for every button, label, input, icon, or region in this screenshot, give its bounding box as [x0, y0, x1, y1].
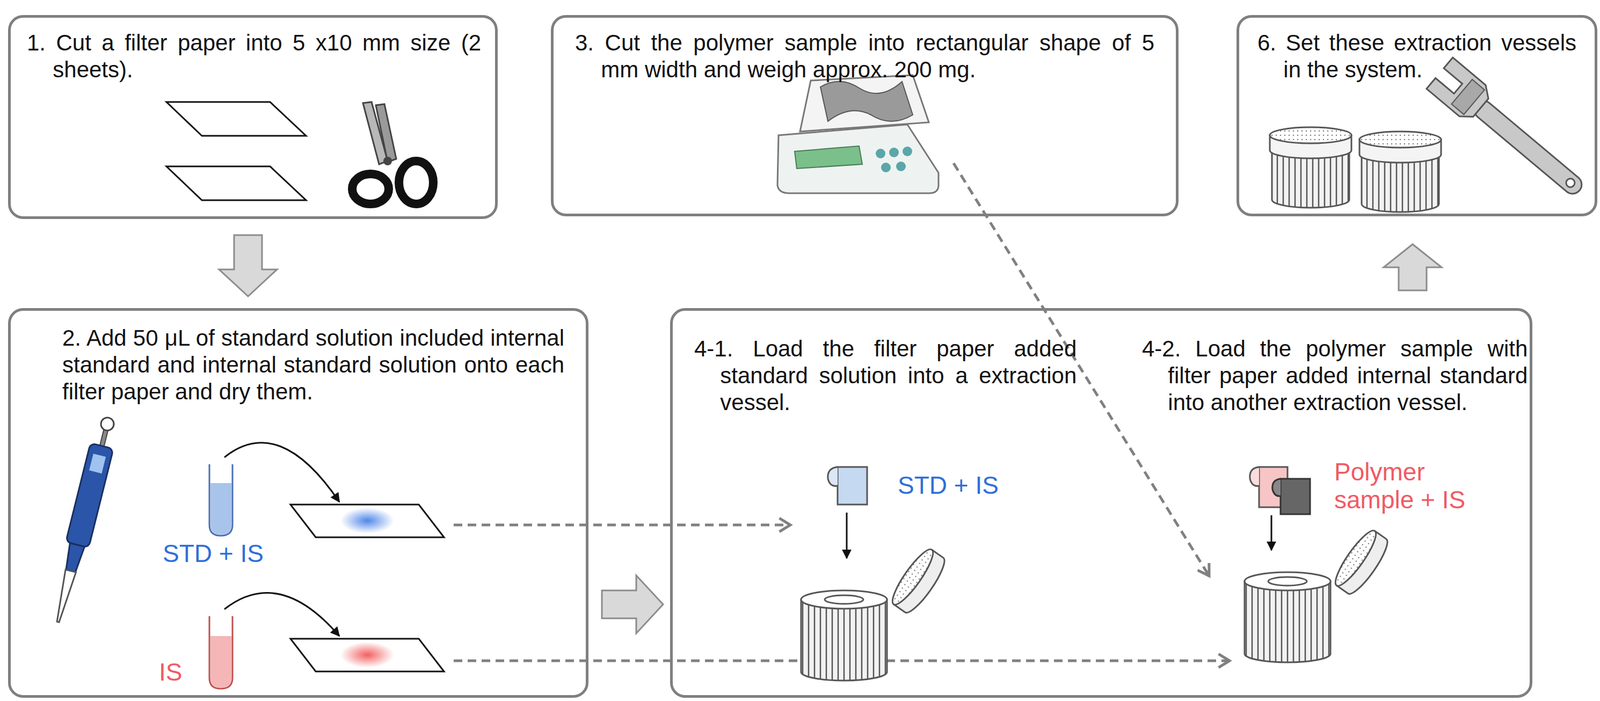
filter-paper — [166, 166, 307, 201]
step-text: 4-1. Load the filter paper added standar… — [694, 335, 1077, 417]
sample-label: IS — [158, 658, 224, 687]
step-text: 1. Cut a filter paper into 5 x10 mm size… — [26, 29, 482, 84]
transfer-arrow — [224, 442, 340, 503]
closed-vessel — [1269, 127, 1352, 208]
step-text: 6. Set these extraction vessels in the s… — [1257, 29, 1577, 84]
scissors — [352, 102, 434, 205]
transfer-arrow — [224, 593, 340, 637]
wrench — [1426, 57, 1593, 207]
dashed-arrow — [453, 518, 791, 532]
step-panel: 1. Cut a filter paper into 5 x10 mm size… — [8, 15, 498, 220]
sample-label: Polymer sample + IS — [1334, 457, 1496, 514]
label-text: IS — [158, 658, 183, 687]
block-arrow — [219, 235, 278, 297]
tube-blue — [209, 464, 233, 536]
spot — [340, 507, 395, 534]
step-text: 2. Add 50 μL of standard solution includ… — [62, 324, 565, 406]
spot — [340, 642, 395, 668]
step-panel: 6. Set these extraction vessels in the s… — [1236, 15, 1598, 217]
closed-vessel — [1359, 131, 1442, 213]
step-panel: 2. Add 50 μL of standard solution includ… — [8, 308, 589, 698]
sample-label: STD + IS — [897, 471, 1038, 500]
step-text: 4-2. Load the polymer sample with filter… — [1142, 335, 1528, 417]
label-text: STD + IS — [162, 539, 264, 568]
filter-paper — [290, 638, 445, 672]
filter-paper — [290, 504, 445, 538]
pipette — [46, 415, 121, 625]
balance — [777, 75, 939, 194]
block-arrow — [601, 575, 664, 634]
sample-label: STD + IS — [162, 539, 303, 568]
label-text: Polymer sample + IS — [1334, 457, 1466, 514]
block-arrow — [1383, 244, 1442, 291]
filter-paper — [166, 102, 307, 136]
label-text: STD + IS — [897, 471, 999, 500]
tube-red — [209, 616, 233, 689]
step-panel: 3. Cut the polymer sample into rectangul… — [550, 15, 1179, 217]
step-text: 3. Cut the polymer sample into rectangul… — [575, 29, 1155, 84]
